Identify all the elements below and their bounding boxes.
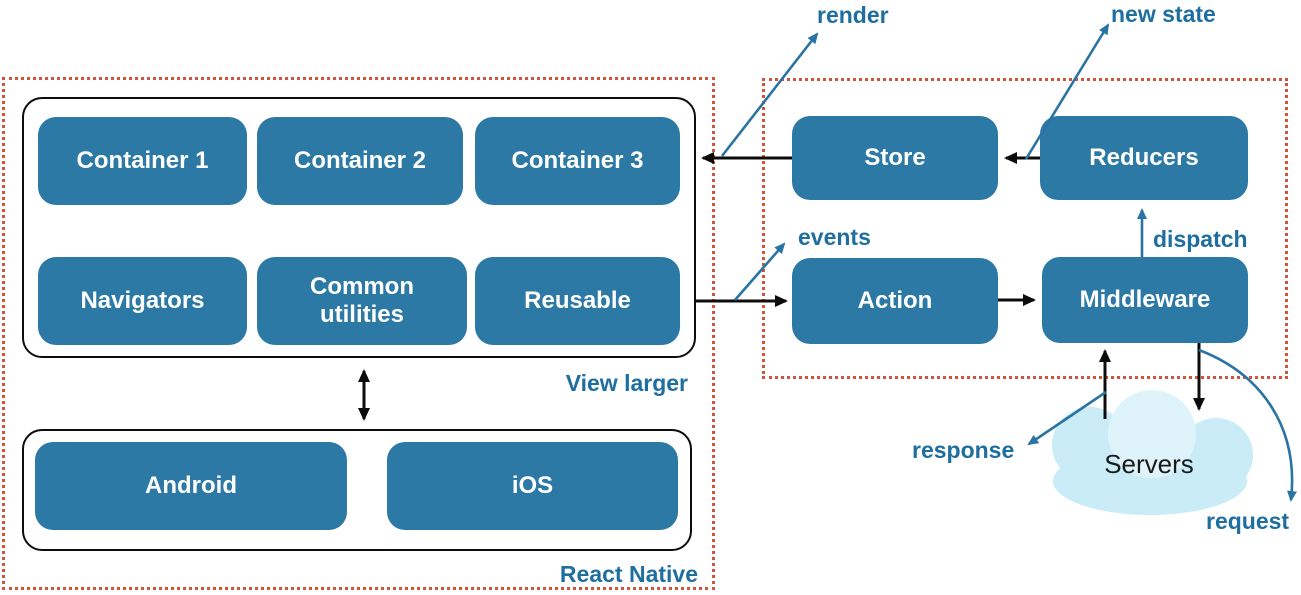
view-larger-link[interactable]: View larger	[565, 370, 688, 396]
node-label: Container 1	[76, 147, 209, 175]
node-navigators: Navigators	[38, 257, 247, 345]
response-label: response	[912, 437, 1015, 463]
node-label: Navigators	[80, 287, 205, 315]
request-label: request	[1206, 508, 1290, 534]
node-label: Action	[857, 287, 933, 315]
node-container-3: Container 3	[475, 117, 680, 205]
node-label: Store	[864, 144, 926, 172]
node-label: Container 2	[293, 147, 427, 175]
node-common-utilities: Common utilities	[257, 257, 467, 345]
servers-label: Servers	[1104, 449, 1194, 479]
new-state-label: new state	[1111, 1, 1216, 27]
events-label: events	[798, 224, 871, 250]
react-native-group-border	[2, 77, 715, 590]
node-container-1: Container 1	[38, 117, 247, 205]
node-label: Android	[145, 472, 237, 500]
node-label: Reducers	[1089, 144, 1199, 172]
node-action: Action	[792, 258, 998, 344]
node-container-2: Container 2	[257, 117, 463, 205]
arrow-response	[1027, 390, 1107, 446]
node-label: Middleware	[1079, 286, 1211, 314]
node-label: Common utilities	[310, 273, 414, 328]
node-label: iOS	[511, 472, 554, 500]
node-store: Store	[792, 116, 998, 200]
node-label: Reusable	[524, 287, 631, 315]
node-ios: iOS	[387, 442, 678, 530]
node-reducers: Reducers	[1040, 116, 1248, 200]
servers-cloud: Servers	[1052, 390, 1253, 515]
render-label: render	[817, 2, 889, 28]
node-android: Android	[35, 442, 347, 530]
node-middleware: Middleware	[1042, 257, 1248, 343]
react-native-caption: React Native	[559, 561, 698, 587]
node-label: Container 3	[511, 147, 644, 175]
node-reusable: Reusable	[475, 257, 680, 345]
dispatch-label: dispatch	[1153, 226, 1248, 252]
